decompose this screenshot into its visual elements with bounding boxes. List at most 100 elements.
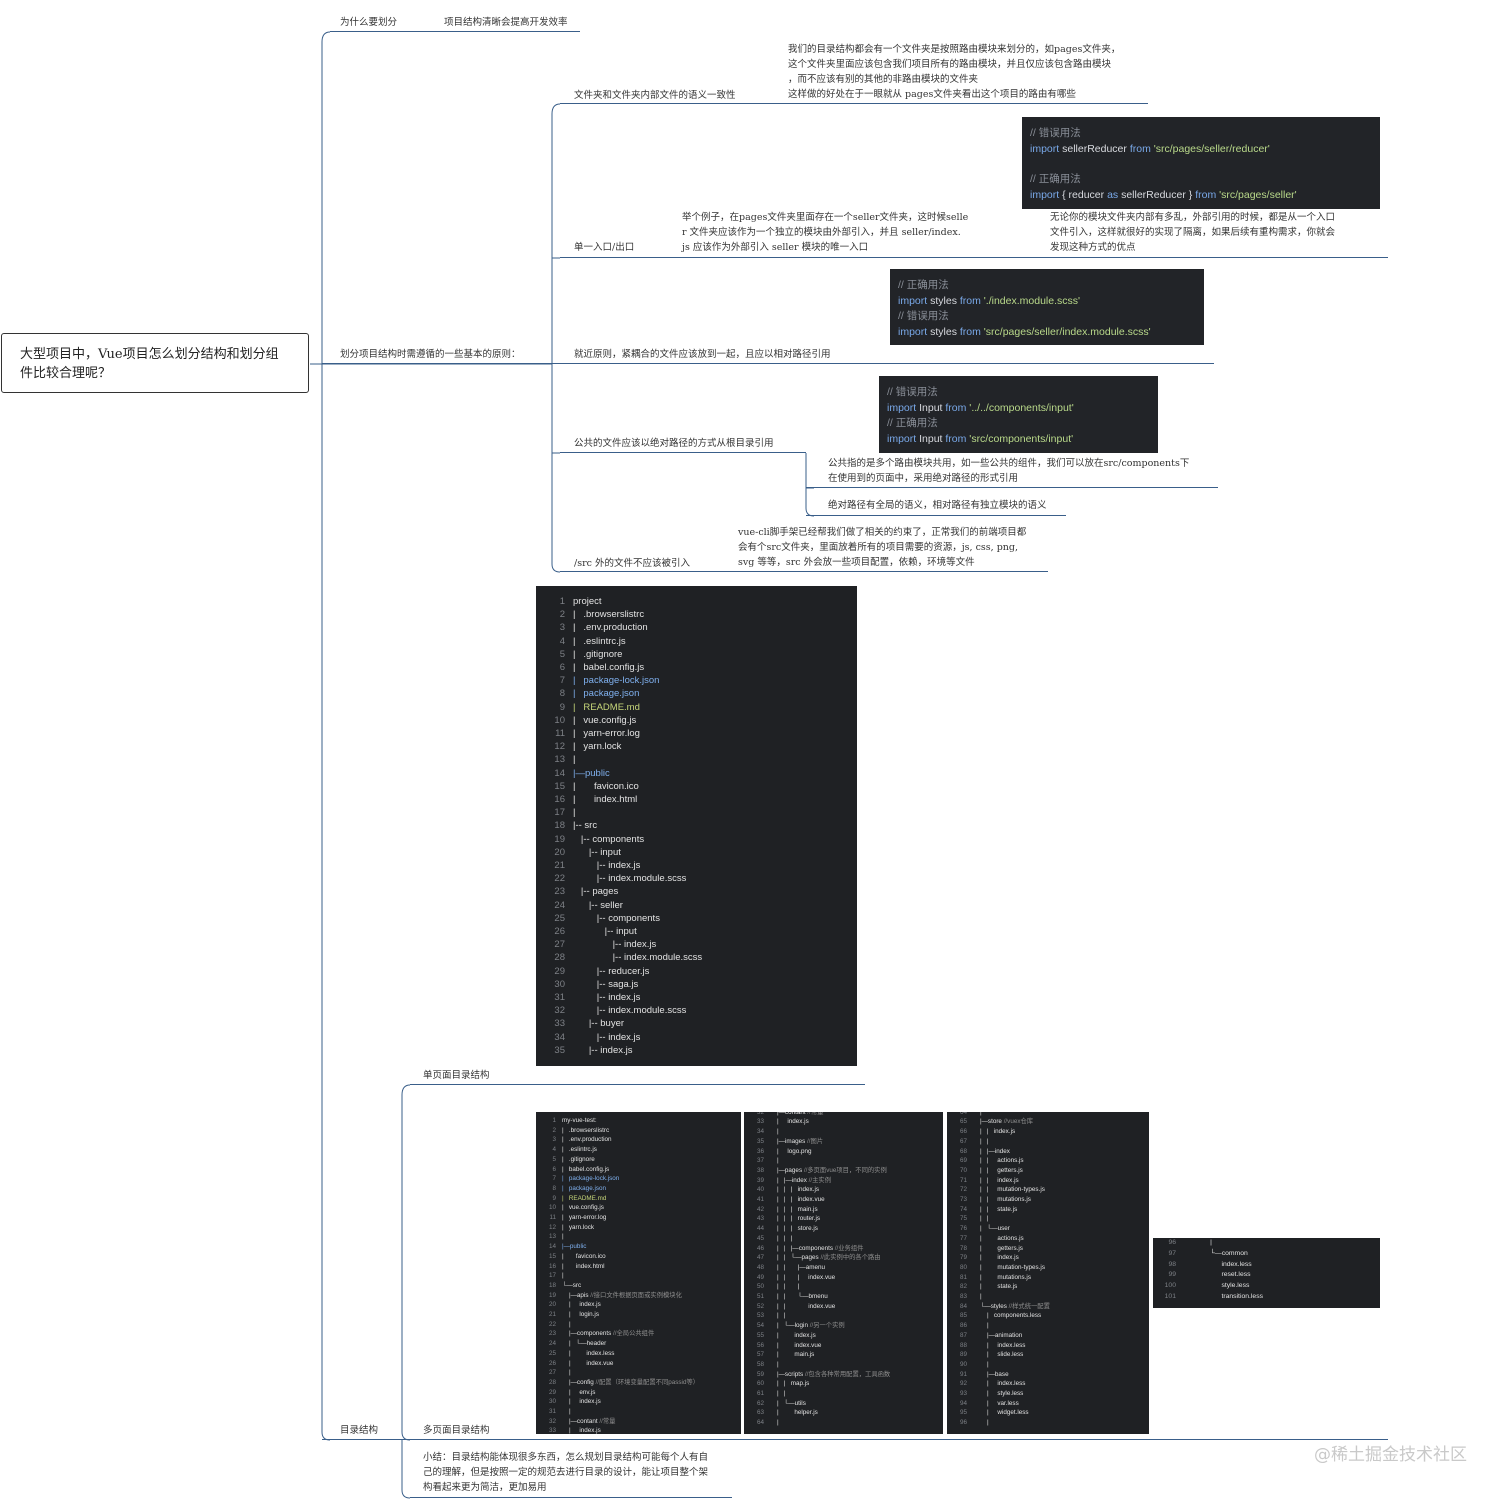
dir-underline <box>322 1439 1388 1440</box>
tree-line: | └—utils <box>770 1399 806 1407</box>
line-number: 18 <box>554 820 565 832</box>
principle5-desc-3: svg 等等，src 外会放一些项目配置，依赖，环境等文件 <box>738 557 975 568</box>
tree-line: |—animation <box>973 1331 1023 1339</box>
line-number: 1 <box>559 596 565 607</box>
line-number: 84 <box>959 1302 967 1310</box>
tree-line: | | <box>770 1390 786 1397</box>
tree-line: |—contant //常量 <box>562 1417 616 1425</box>
tree-line: project <box>573 596 602 607</box>
tree-line: |—base <box>973 1370 1009 1378</box>
tree-line: | |—index //主实例 <box>770 1176 832 1184</box>
line-number: 73 <box>959 1196 967 1203</box>
line-number: 44 <box>756 1225 764 1233</box>
line-number: 94 <box>959 1399 967 1407</box>
line-number: 97 <box>1168 1249 1176 1257</box>
principle4-note2: 绝对路径有全局的语义，相对路径有独立模块的语义 <box>828 500 1047 511</box>
line-number: 2 <box>552 1126 556 1134</box>
tree-line: | package.json <box>573 688 640 700</box>
principle2-label[interactable]: 单一入口/出口 <box>574 242 635 253</box>
single-page-underline <box>410 1084 865 1085</box>
line-number: 81 <box>959 1273 967 1281</box>
line-number: 31 <box>554 992 565 1003</box>
line-number: 13 <box>554 754 565 766</box>
line-number: 75 <box>959 1215 967 1223</box>
tree-line: | | <box>973 1137 989 1145</box>
line-number: 3 <box>559 622 565 634</box>
line-number: 79 <box>959 1254 967 1262</box>
tree-line: | var.less <box>973 1399 1019 1407</box>
branch-why-answer[interactable]: 项目结构清晰会提高开发效率 <box>444 17 568 28</box>
principle2-desc-1: 举个例子，在pages文件夹里面存在一个seller文件夹，这时候selle <box>682 212 969 223</box>
tree-line: | index.js <box>562 1427 601 1434</box>
line-number: 29 <box>548 1388 556 1396</box>
tree-line: | index.html <box>573 794 638 805</box>
summary-line-3[interactable]: 构看起来更为简洁，更加易用 <box>423 1482 547 1493</box>
line-number: 47 <box>756 1254 764 1262</box>
tree-line: | <box>562 1369 571 1377</box>
branch-dir[interactable]: 目录结构 <box>340 1425 379 1436</box>
line-number: 35 <box>756 1137 764 1145</box>
tree-line: | <box>770 1419 779 1427</box>
line-number: 4 <box>559 635 565 647</box>
tree-line: | index.js <box>770 1118 809 1126</box>
line-number: 80 <box>959 1263 967 1271</box>
line-number: 49 <box>756 1273 764 1281</box>
line-number: 28 <box>554 952 565 964</box>
tree-line: | └—user <box>973 1225 1010 1233</box>
code-comment: // 正确用法 <box>887 417 938 429</box>
tree-line: | actions.js <box>973 1234 1024 1242</box>
tree-line: | vue.config.js <box>562 1204 604 1212</box>
branch-why[interactable]: 为什么要划分 <box>340 17 398 28</box>
tree-line: | README.md <box>573 701 640 713</box>
line-number: 26 <box>554 926 565 937</box>
line-number: 43 <box>756 1215 764 1223</box>
line-number: 11 <box>549 1214 556 1221</box>
principle5-label[interactable]: /src 外的文件不应该被引入 <box>574 558 690 569</box>
tree-line: | <box>573 754 576 766</box>
branch-principles[interactable]: 划分项目结构时需遵循的一些基本的原则： <box>340 349 521 360</box>
principle4-underline <box>560 452 806 453</box>
principle3-label[interactable]: 就近原则，紧耦合的文件应该放到一起，且应以相对路径引用 <box>574 349 831 360</box>
tree-line: | | actions.js <box>973 1157 1024 1165</box>
tree-line: | env.js <box>562 1388 596 1396</box>
summary-line-1[interactable]: 小结：目录结构能体现很多东西，怎么规划目录结构可能每个人有自 <box>423 1452 709 1463</box>
tree-line: |—store //vuex仓库 <box>973 1118 1034 1126</box>
code-comment: // 正确用法 <box>1030 173 1081 185</box>
multi-page-label[interactable]: 多页面目录结构 <box>423 1425 490 1436</box>
line-number: 38 <box>756 1166 764 1174</box>
line-number: 26 <box>548 1359 556 1367</box>
code-line: import styles from 'src/pages/seller/ind… <box>898 325 1151 338</box>
line-number: 7 <box>559 675 565 687</box>
tree-line: | | mutation-types.js <box>973 1186 1045 1194</box>
root-topic[interactable]: 大型项目中，Vue项目怎么划分结构和划分组件比较合理呢？ <box>1 333 309 393</box>
tree-line: |-- seller <box>573 899 623 911</box>
single-page-label[interactable]: 单页面目录结构 <box>423 1070 490 1081</box>
line-number: 12 <box>548 1223 556 1231</box>
principle1-desc-4: 这样做的好处在于一眼就从 pages文件夹看出这个项目的路由有哪些 <box>788 89 1076 100</box>
line-number: 25 <box>548 1349 556 1357</box>
line-number: 65 <box>959 1118 967 1126</box>
line-number: 48 <box>756 1263 764 1271</box>
tree-line: | └—header <box>562 1340 607 1348</box>
line-number: 64 <box>756 1419 764 1427</box>
tree-line: | favicon.ico <box>573 780 639 792</box>
tree-line: | .browserslistrc <box>573 609 645 621</box>
tree-line: | package-lock.json <box>573 675 660 687</box>
line-number: 62 <box>756 1399 764 1407</box>
summary-line-2[interactable]: 己的理解，但是按照一定的规范去进行目录的设计，能让项目整个架 <box>423 1467 709 1478</box>
principle4-label[interactable]: 公共的文件应该以绝对路径的方式从根目录引用 <box>574 438 774 449</box>
tree-line: | <box>562 1272 564 1280</box>
tree-line: | state.js <box>973 1283 1018 1291</box>
line-number: 1 <box>552 1117 556 1124</box>
principle1-label[interactable]: 文件夹和文件夹内部文件的语义一致性 <box>574 90 736 101</box>
line-number: 54 <box>756 1322 764 1330</box>
line-number: 2 <box>559 609 565 621</box>
tree-line: | package-lock.json <box>562 1175 620 1183</box>
tree-line: | main.js <box>770 1351 815 1359</box>
tree-line: | | | store.js <box>770 1225 818 1233</box>
tree-line: | <box>973 1360 989 1368</box>
tree-line: |-- components <box>573 833 645 845</box>
line-number: 9 <box>559 701 565 713</box>
